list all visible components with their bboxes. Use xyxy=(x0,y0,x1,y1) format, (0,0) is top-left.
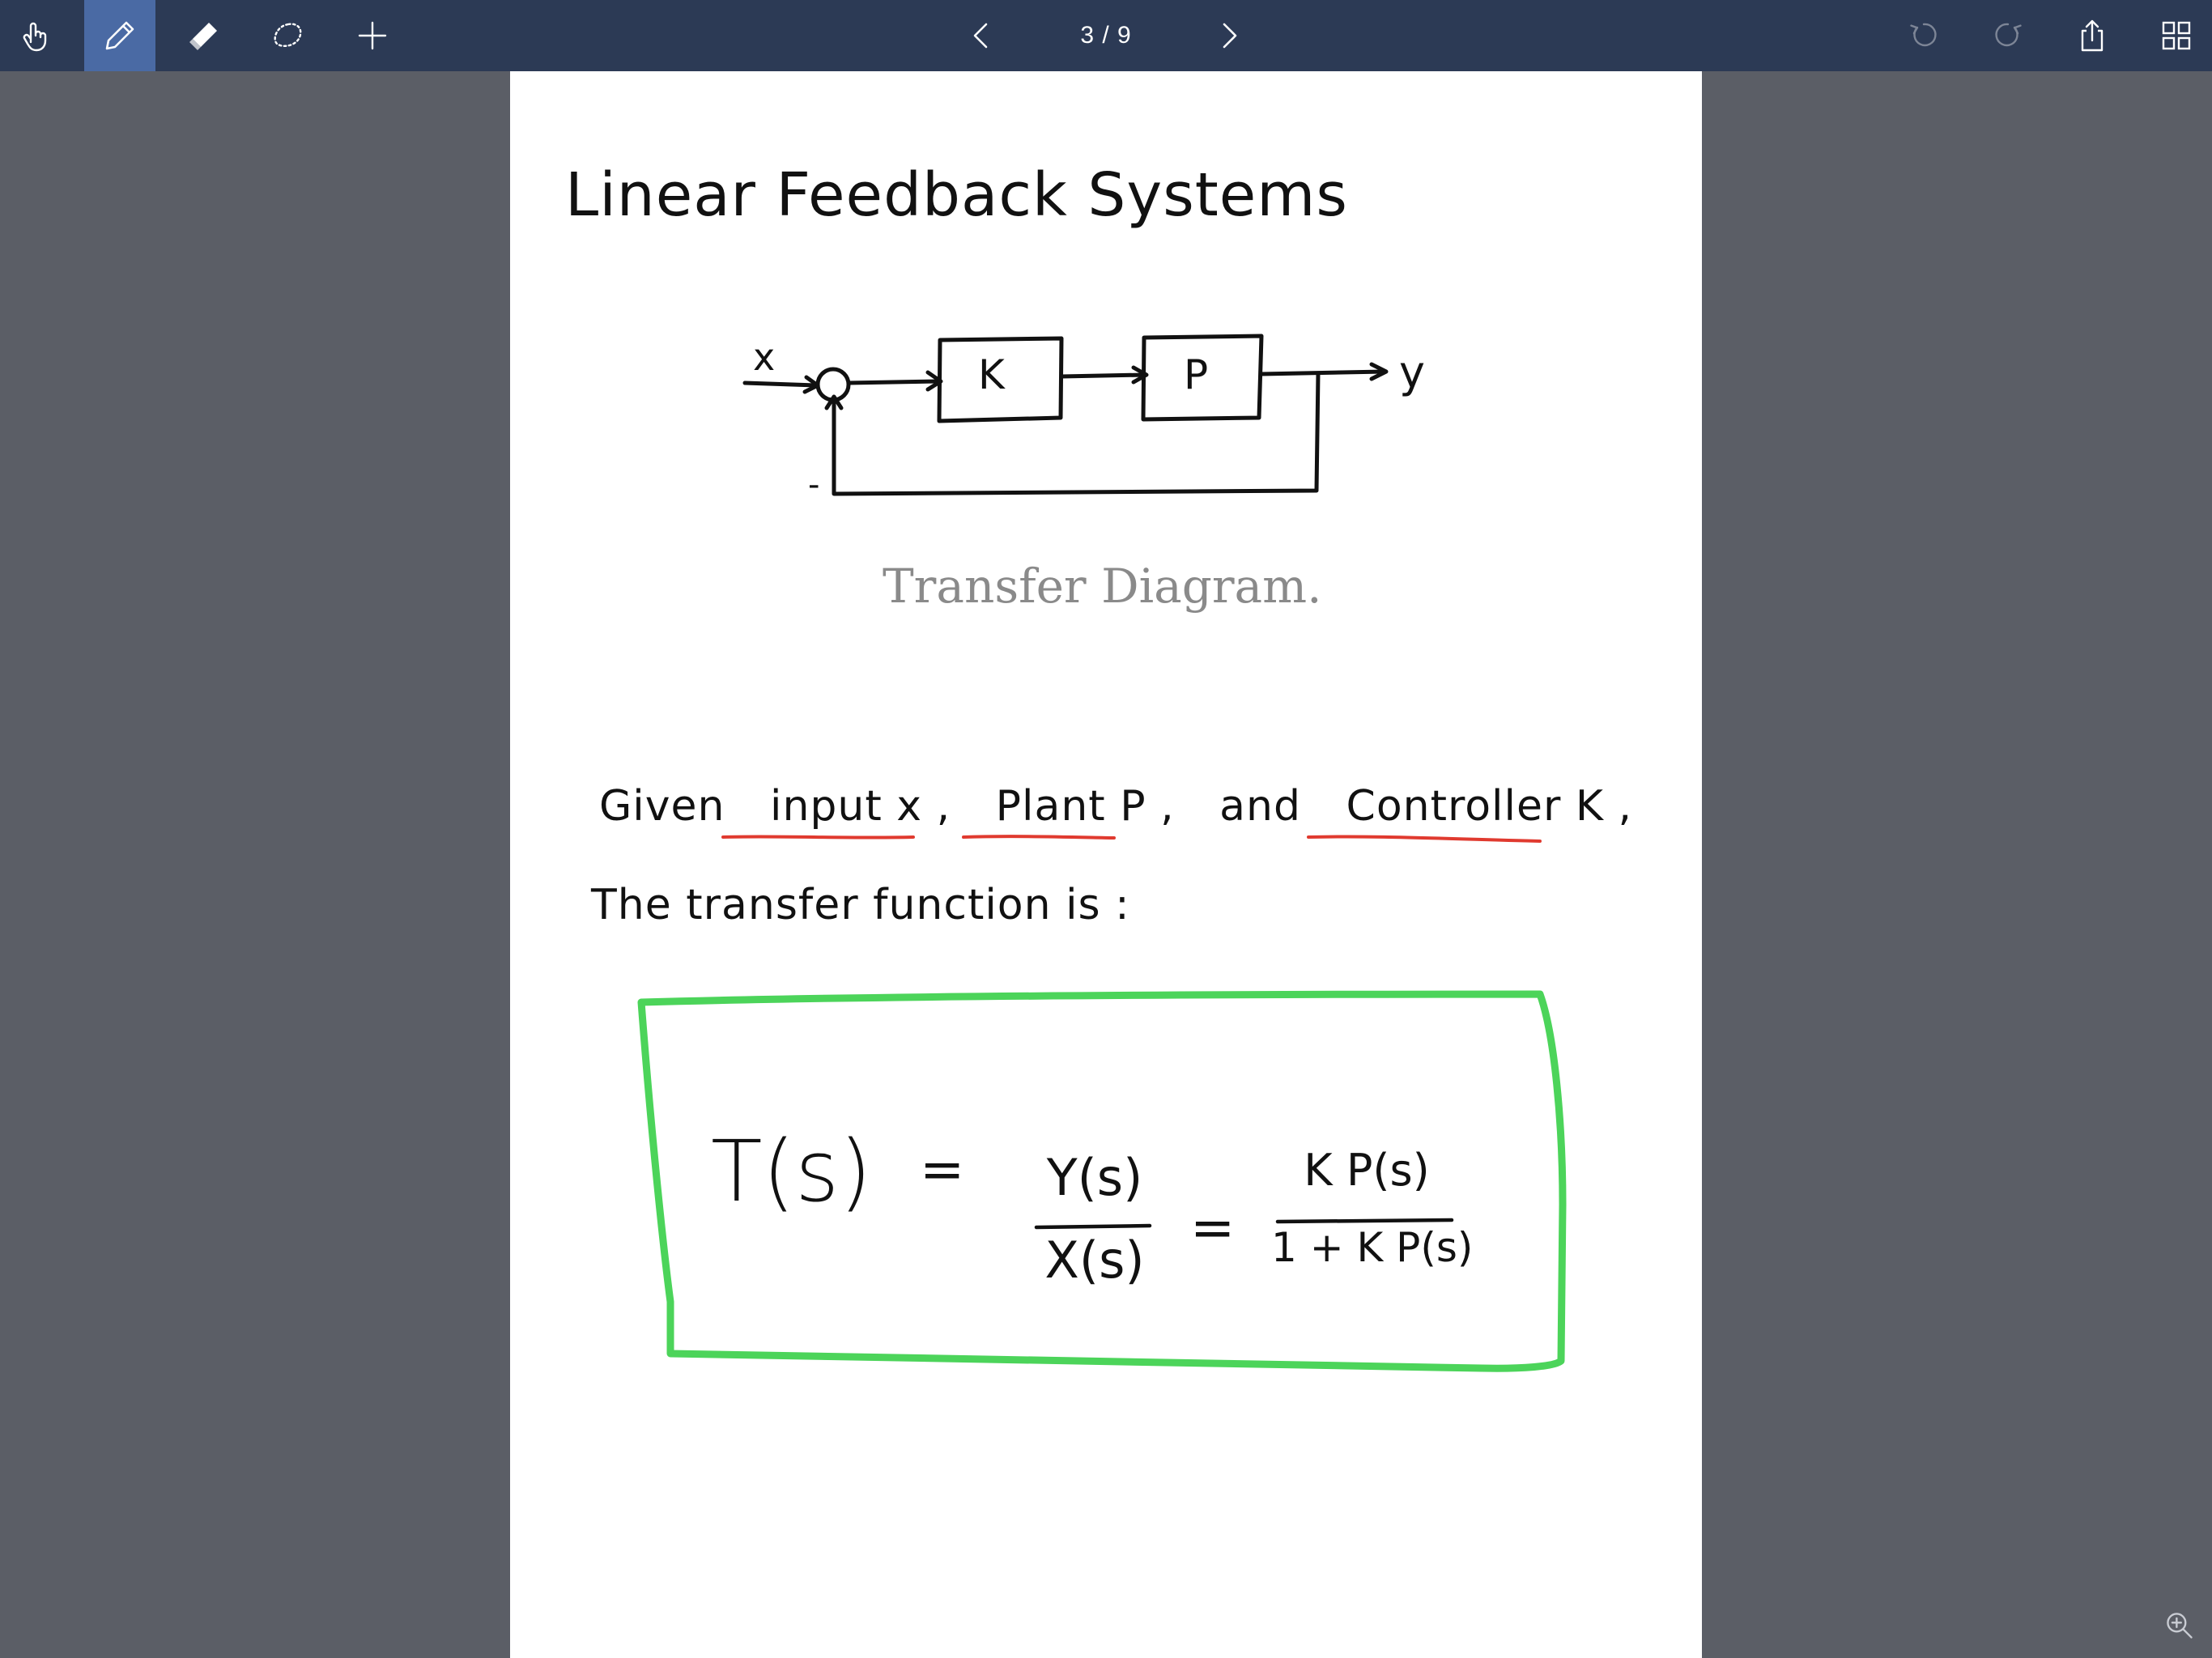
pen-tool-button[interactable] xyxy=(84,0,155,71)
diagram-sign-label: - xyxy=(808,466,820,504)
formula-denominator-1: X(s) xyxy=(1044,1231,1145,1290)
output-arrowhead xyxy=(1369,362,1389,381)
fraction-bar-1 xyxy=(1034,1223,1152,1230)
given-plant: Plant P xyxy=(995,782,1146,831)
transfer-function-line: The transfer function is : xyxy=(591,881,1130,929)
given-word: Given xyxy=(599,782,725,831)
given-comma-1: , xyxy=(936,782,951,831)
plant-block xyxy=(1141,334,1264,422)
note-title: Linear Feedback Systems xyxy=(565,160,1348,230)
formula-equals-2: = xyxy=(1190,1197,1236,1259)
toolbar: 3 / 9 xyxy=(0,0,2212,71)
controller-block xyxy=(937,336,1064,423)
plant-label: P xyxy=(1184,351,1209,398)
fraction-bars xyxy=(1034,1218,1454,1230)
redo-button[interactable] xyxy=(1972,0,2044,71)
output-arrow xyxy=(1259,369,1387,376)
zoom-button[interactable] xyxy=(2162,1608,2197,1643)
share-icon xyxy=(2081,19,2104,52)
undo-button[interactable] xyxy=(1888,0,1959,71)
next-page-button[interactable] xyxy=(1192,0,1263,71)
given-input: input x xyxy=(770,782,923,831)
input-arrow xyxy=(742,380,819,388)
share-button[interactable] xyxy=(2057,0,2128,71)
eraser-icon xyxy=(189,23,217,50)
previous-page-button[interactable] xyxy=(947,0,1019,71)
controller-label: K xyxy=(978,351,1005,398)
given-and: and xyxy=(1219,782,1301,831)
formula-numerator-2: K P(s) xyxy=(1304,1145,1430,1196)
grid-icon xyxy=(2162,21,2191,50)
formula-equals-1: = xyxy=(920,1138,965,1201)
underline-controller xyxy=(1307,835,1542,843)
chevron-left-icon xyxy=(973,23,988,49)
lasso-tool-button[interactable] xyxy=(253,0,324,71)
formula-numerator-1: Y(s) xyxy=(1046,1148,1143,1207)
diagram-caption: Transfer Diagram. xyxy=(883,559,1322,614)
given-controller: Controller K xyxy=(1346,782,1604,831)
lasso-icon xyxy=(274,23,302,47)
underline-input xyxy=(721,835,915,840)
underline-plant xyxy=(962,835,1116,840)
feedback-arrowhead xyxy=(824,394,844,410)
undo-icon xyxy=(1910,23,1937,47)
plus-icon xyxy=(358,21,387,50)
diagram-output-label: y xyxy=(1399,346,1425,397)
formula-lhs: T(s) xyxy=(711,1122,872,1221)
add-button[interactable] xyxy=(337,0,408,71)
formula-highlight-box xyxy=(637,990,1567,1372)
given-line: Given input x , Plant P , and Controller… xyxy=(599,782,1632,831)
fraction-bar-2 xyxy=(1275,1218,1454,1224)
given-comma-2: , xyxy=(1160,782,1175,831)
k-to-p-line xyxy=(1059,372,1147,379)
hand-pointer-icon xyxy=(23,22,47,52)
sum-to-k-line xyxy=(846,379,942,385)
red-underlines xyxy=(721,835,1542,843)
chevron-right-icon xyxy=(1223,23,1237,49)
formula-denominator-2: 1 + K P(s) xyxy=(1271,1224,1474,1271)
hand-tool-button[interactable] xyxy=(0,0,71,71)
feedback-path xyxy=(832,371,1321,496)
zoom-in-icon xyxy=(2167,1613,2193,1639)
eraser-tool-button[interactable] xyxy=(168,0,240,71)
redo-icon xyxy=(1995,23,2022,47)
ink-layer xyxy=(637,334,1567,1372)
page-indicator: 3 / 9 xyxy=(1080,22,1132,49)
pen-icon xyxy=(105,21,134,50)
grid-view-button[interactable] xyxy=(2141,0,2212,71)
diagram-input-label: x xyxy=(753,335,776,379)
given-comma-3: , xyxy=(1618,782,1633,831)
block-diagram xyxy=(742,334,1389,496)
note-page[interactable]: Linear Feedback Systems x - K P y Transf… xyxy=(510,71,1702,1658)
k-to-p-arrowhead xyxy=(1131,365,1149,385)
